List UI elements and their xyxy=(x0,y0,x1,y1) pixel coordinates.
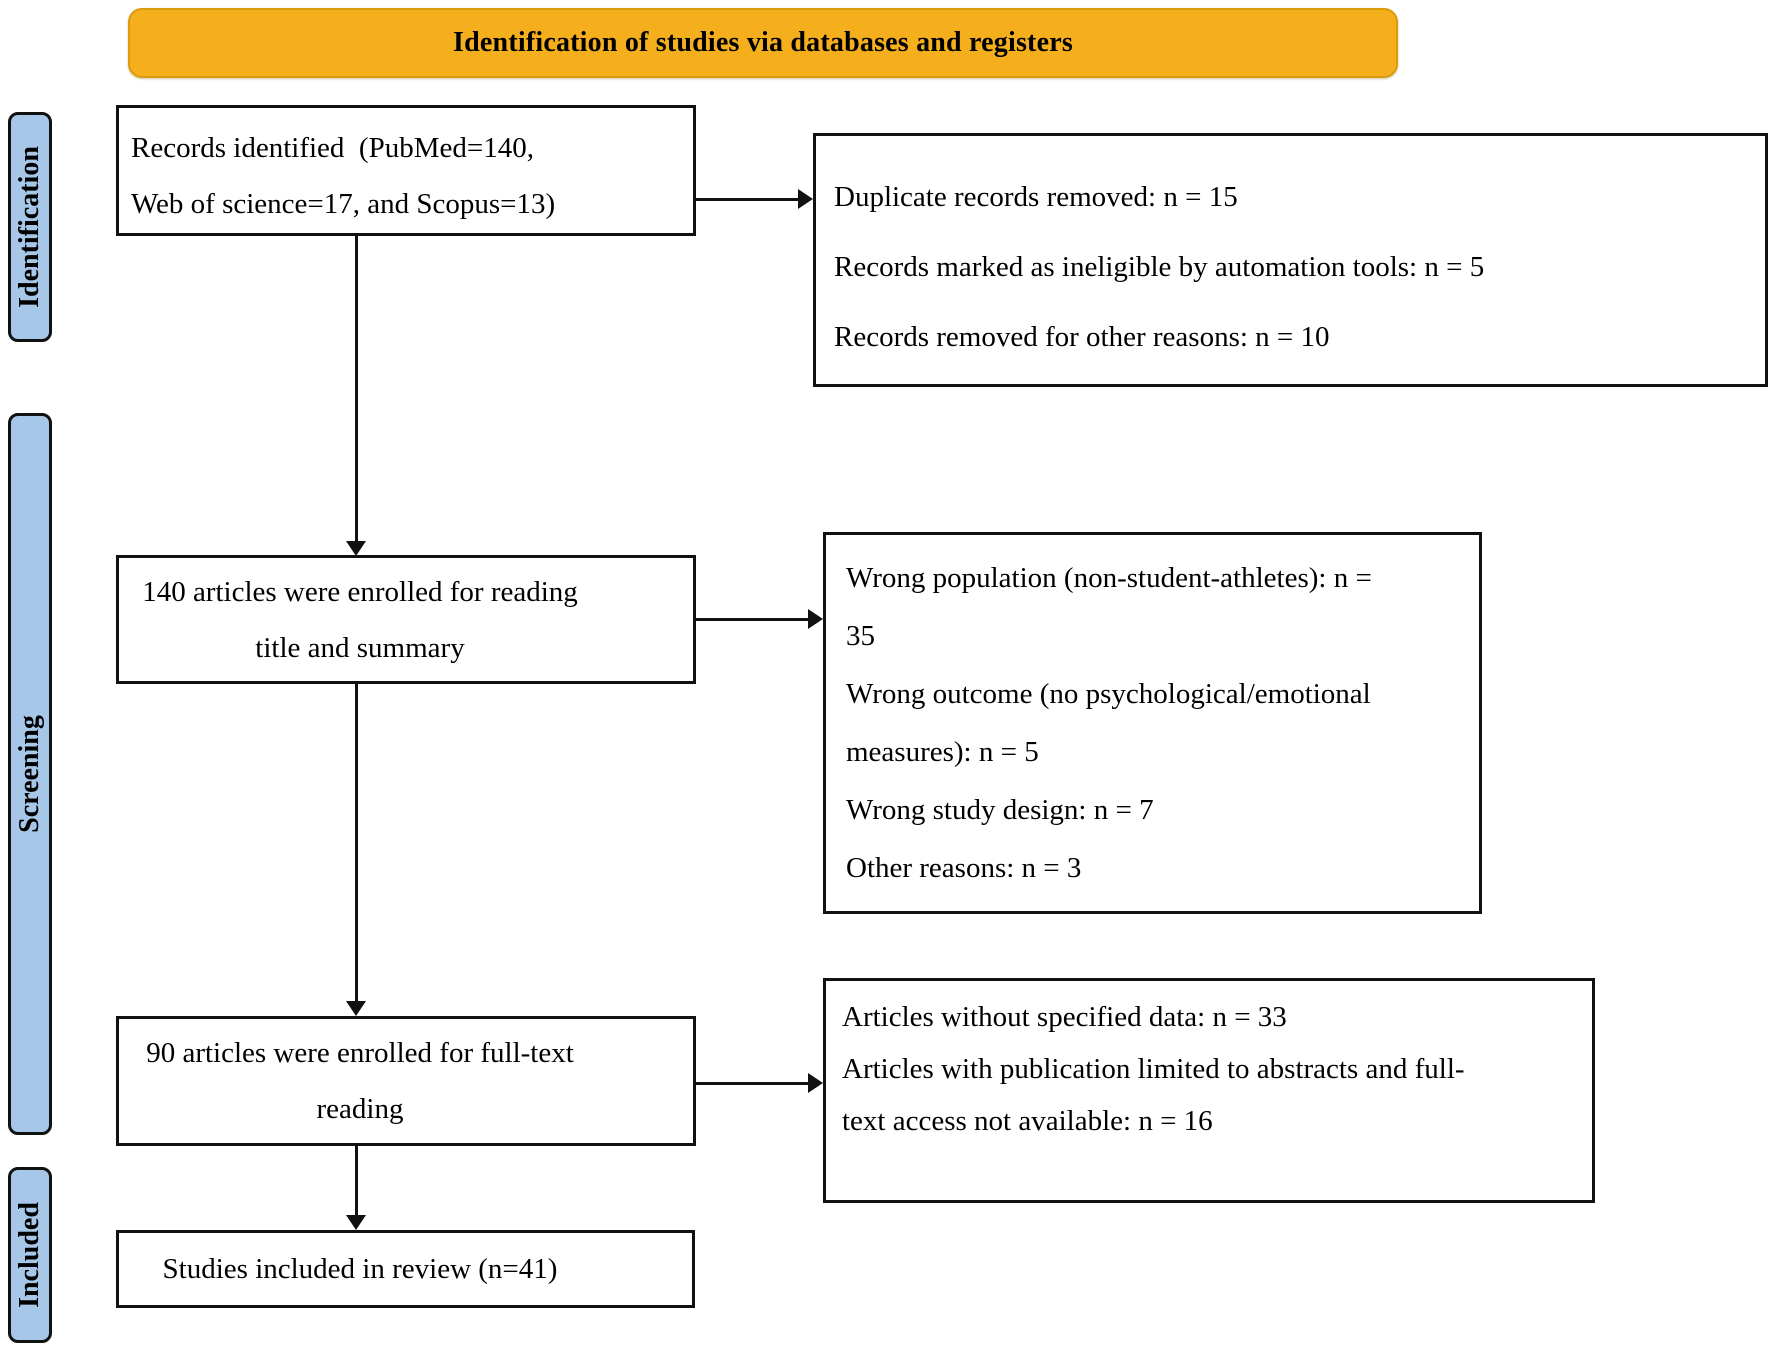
arrow-screening-to-fulltext-line xyxy=(355,684,358,1002)
exclusion-box-screening-text: Wrong population (non-student-athletes):… xyxy=(846,562,1372,884)
stage-label-identification-text: Identification xyxy=(14,146,45,308)
banner: Identification of studies via databases … xyxy=(128,8,1398,78)
arrow-records-to-exclusions-head xyxy=(798,189,813,209)
arrow-fulltext-to-included-line xyxy=(355,1146,358,1216)
arrow-screening-to-fulltext-head xyxy=(346,1001,366,1016)
flow-box-fulltext-reading-text: 90 articles were enrolled for full-text … xyxy=(146,1037,574,1125)
flow-box-title-summary: 140 articles were enrolled for reading t… xyxy=(116,555,696,684)
flow-box-records-identified: Records identified (PubMed=140, Web of s… xyxy=(116,105,696,236)
exclusion-box-identification: Duplicate records removed: n = 15 Record… xyxy=(813,133,1768,387)
flow-box-studies-included: Studies included in review (n=41) xyxy=(116,1230,695,1308)
arrow-records-to-screening-line xyxy=(355,236,358,541)
flow-box-studies-included-text: Studies included in review (n=41) xyxy=(162,1253,558,1285)
arrow-screening-to-exclusions-head xyxy=(808,609,823,629)
banner-title: Identification of studies via databases … xyxy=(453,27,1073,58)
exclusion-box-screening: Wrong population (non-student-athletes):… xyxy=(823,532,1482,914)
stage-label-included: Included xyxy=(8,1167,52,1343)
arrow-fulltext-to-exclusions-line xyxy=(696,1082,809,1085)
exclusion-box-identification-text: Duplicate records removed: n = 15 Record… xyxy=(834,181,1485,353)
stage-label-screening: Screening xyxy=(8,413,52,1135)
arrow-fulltext-to-included-head xyxy=(346,1215,366,1230)
stage-label-included-text: Included xyxy=(14,1202,45,1308)
flow-box-fulltext-reading: 90 articles were enrolled for full-text … xyxy=(116,1016,696,1146)
flow-box-records-identified-text: Records identified (PubMed=140, Web of s… xyxy=(131,132,556,220)
arrow-fulltext-to-exclusions-head xyxy=(808,1073,823,1093)
stage-label-identification: Identification xyxy=(8,112,52,342)
arrow-screening-to-exclusions-line xyxy=(696,618,809,621)
arrow-records-to-exclusions-line xyxy=(696,198,799,201)
stage-label-screening-text: Screening xyxy=(14,715,45,833)
exclusion-box-fulltext-text: Articles without specified data: n = 33 … xyxy=(842,1001,1465,1137)
arrow-records-to-screening-head xyxy=(346,541,366,556)
flow-box-title-summary-text: 140 articles were enrolled for reading t… xyxy=(142,575,578,664)
exclusion-box-fulltext: Articles without specified data: n = 33 … xyxy=(823,978,1595,1203)
